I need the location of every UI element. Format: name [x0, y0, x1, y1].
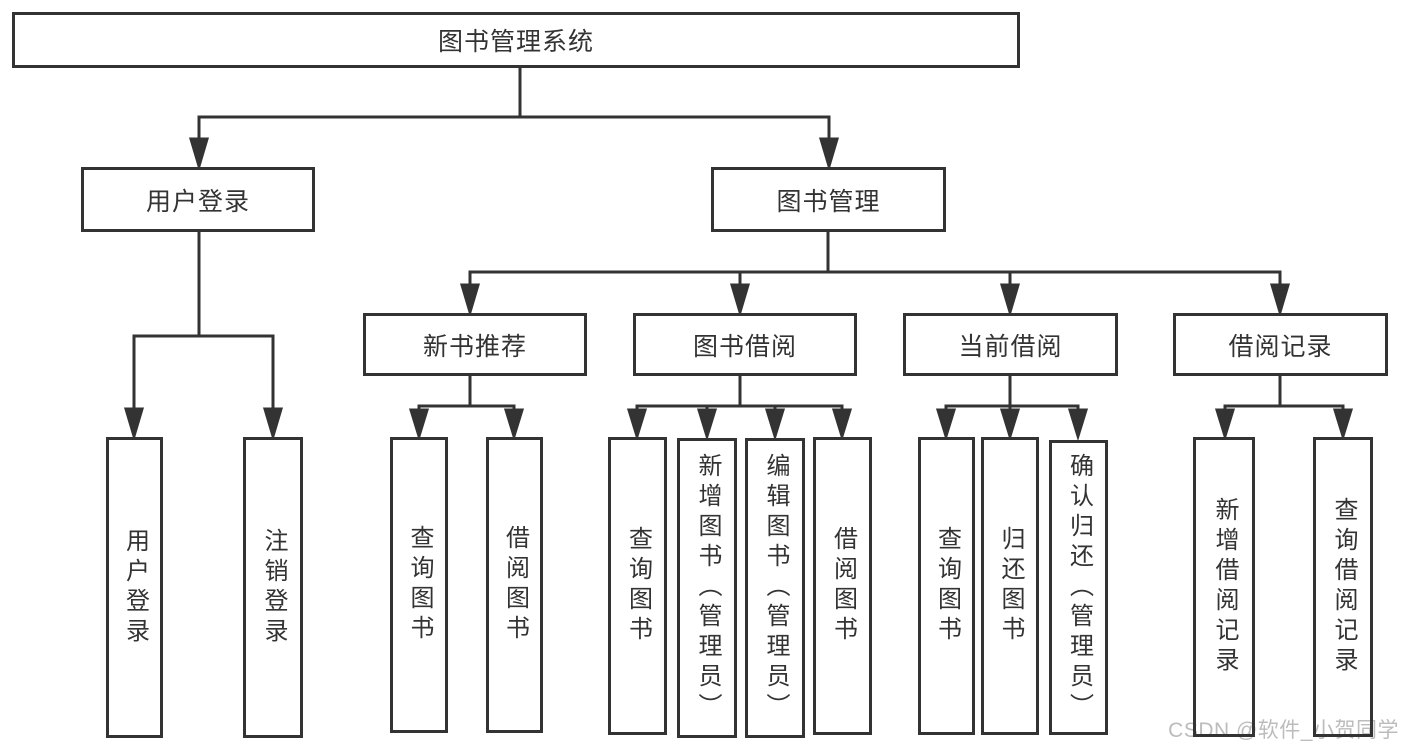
- node-label: 新增图书（管理员）: [694, 453, 721, 723]
- node-label: 新增借阅记录: [1211, 497, 1238, 677]
- node-borrow-records: 借阅记录: [1173, 313, 1388, 376]
- connector-borrow-records-branch: [1214, 374, 1354, 442]
- connector-current-borrow-branch: [935, 374, 1089, 442]
- leaf-borrow-books-2: 借阅图书: [813, 437, 872, 735]
- leaf-user-login: 用户登录: [106, 437, 163, 738]
- node-label: 当前借阅: [958, 332, 1063, 361]
- connector-book-management-branch: [459, 230, 1291, 318]
- node-new-book-recommend: 新书推荐: [363, 313, 587, 376]
- node-label: 新书推荐: [422, 332, 527, 361]
- node-label: 归还图书: [997, 526, 1024, 646]
- node-user-login: 用户登录: [81, 167, 315, 232]
- leaf-return-books: 归还图书: [981, 437, 1039, 735]
- leaf-logout: 注销登录: [243, 437, 303, 738]
- node-label: 查询借阅记录: [1330, 497, 1357, 677]
- node-label: 注销登录: [260, 527, 287, 648]
- connector-new-book-recommend-branch: [408, 374, 525, 442]
- leaf-query-books-3: 查询图书: [918, 437, 975, 735]
- leaf-borrow-books-1: 借阅图书: [486, 437, 543, 733]
- node-label: 查询图书: [624, 526, 652, 646]
- node-book-management-system: 图书管理系统: [12, 12, 1020, 68]
- node-label: 借阅图书: [501, 525, 529, 645]
- leaf-confirm-return-admin: 确认归还（管理员）: [1049, 440, 1108, 735]
- node-label: 用户登录: [145, 187, 250, 216]
- leaf-query-books-2: 查询图书: [608, 437, 667, 735]
- node-current-borrow: 当前借阅: [903, 313, 1118, 376]
- leaf-query-books-1: 查询图书: [390, 437, 448, 733]
- watermark-text: CSDN @软件_小贺同学: [1168, 719, 1399, 742]
- node-label: 用户登录: [121, 527, 149, 648]
- node-book-management: 图书管理: [711, 167, 946, 232]
- leaf-add-borrow-record: 新增借阅记录: [1193, 437, 1255, 737]
- node-label: 图书管理: [776, 187, 881, 216]
- node-label: 确认归还（管理员）: [1065, 452, 1093, 723]
- node-label: 编辑图书（管理员）: [762, 453, 789, 723]
- node-label: 查询图书: [933, 526, 961, 646]
- node-book-borrow: 图书借阅: [633, 313, 857, 376]
- connector-user-login-branch: [123, 230, 284, 442]
- leaf-add-book-admin: 新增图书（管理员）: [677, 438, 737, 738]
- node-label: 查询图书: [406, 525, 433, 645]
- connector-book-borrow-branch: [626, 374, 853, 442]
- node-label: 借阅图书: [829, 526, 857, 646]
- node-label: 借阅记录: [1228, 332, 1333, 361]
- node-label: 图书管理系统: [437, 28, 594, 56]
- connector-root-to-level2: [188, 66, 840, 172]
- leaf-edit-book-admin: 编辑图书（管理员）: [745, 438, 805, 738]
- leaf-query-borrow-record: 查询借阅记录: [1313, 437, 1373, 737]
- node-label: 图书借阅: [692, 332, 797, 361]
